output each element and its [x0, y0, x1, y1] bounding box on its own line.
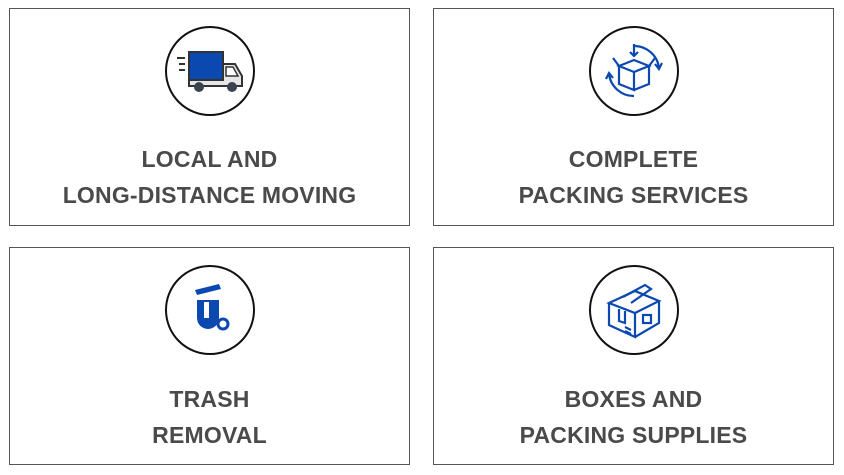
trash-can-icon	[165, 265, 255, 355]
taped-box-icon	[589, 265, 679, 355]
truck-icon	[165, 26, 255, 116]
packing-box-icon	[589, 26, 679, 116]
